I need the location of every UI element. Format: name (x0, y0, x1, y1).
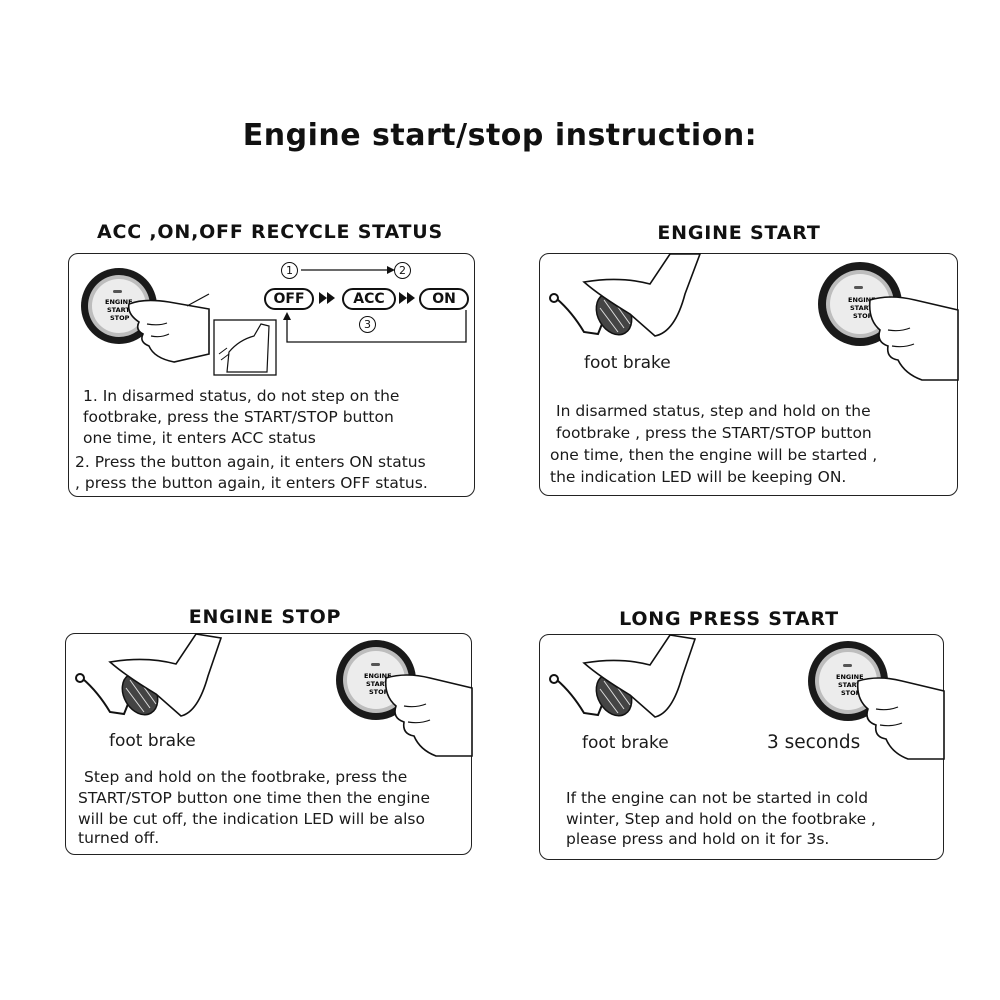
svg-text:START: START (850, 304, 873, 312)
foot-brake-label: foot brake (109, 731, 196, 751)
start-panel: foot brake ENGINE START STOP In disarmed… (539, 253, 959, 496)
stop-heading: ENGINE STOP (188, 606, 342, 628)
recycle-line-2: footbrake, press the START/STOP button (83, 408, 394, 426)
start-line-3: one time, then the engine will be starte… (550, 446, 878, 464)
led-indicator (371, 663, 380, 666)
start-heading: ENGINE START (657, 222, 821, 244)
long-press-line-3: please press and hold on it for 3s. (566, 830, 830, 848)
foot-icon (108, 633, 223, 717)
recycle-line-5: , press the button again, it enters OFF … (75, 474, 428, 492)
stop-line-4: turned off. (78, 829, 160, 847)
svg-text:ENGINE: ENGINE (836, 673, 864, 681)
state-flow-arrows (283, 266, 467, 343)
svg-text:STOP: STOP (110, 314, 130, 322)
led-indicator (843, 664, 852, 667)
long-press-line-2: winter, Step and hold on the footbrake , (566, 810, 876, 828)
state-acc-pill: ACC (342, 288, 396, 310)
svg-text:ENGINE: ENGINE (105, 298, 133, 306)
svg-text:START: START (107, 306, 130, 314)
svg-text:ENGINE: ENGINE (364, 672, 392, 680)
hand-icon (868, 296, 959, 381)
led-indicator (854, 286, 863, 289)
recycle-panel: ENGINE START STOP 1 2 3 OFF ACC ON 1. In… (68, 253, 475, 497)
hand-icon (384, 674, 473, 757)
start-line-2: footbrake , press the START/STOP button (556, 424, 872, 442)
recycle-line-1: 1. In disarmed status, do not step on th… (83, 387, 400, 405)
recycle-heading: ACC ,ON,OFF RECYCLE STATUS (97, 221, 443, 243)
step-1-badge: 1 (281, 262, 298, 279)
recycle-line-4: 2. Press the button again, it enters ON … (75, 453, 426, 471)
start-button-face (92, 279, 146, 333)
start-line-4: the indication LED will be keeping ON. (550, 468, 847, 486)
start-button-press-illustration: ENGINE START STOP (818, 262, 959, 381)
stop-line-3: will be cut off, the indication LED will… (78, 810, 425, 828)
svg-text:STOP: STOP (853, 312, 873, 320)
long-press-panel: foot brake 3 seconds ENGINE START STOP I… (539, 634, 945, 860)
svg-text:ENGINE: ENGINE (848, 296, 876, 304)
foot-brake-label: foot brake (584, 353, 671, 373)
foot-brake-illustration (549, 253, 702, 337)
svg-text:STOP: STOP (841, 689, 861, 697)
start-button-press-illustration: ENGINE START STOP (81, 268, 277, 376)
step-2-badge: 2 (394, 262, 411, 279)
stop-line-2: START/STOP button one time then the engi… (78, 789, 431, 807)
start-button-press-illustration: ENGINE START STOP (808, 641, 945, 760)
page-title: Engine start/stop instruction: (242, 118, 758, 153)
hand-icon (127, 299, 210, 363)
long-press-heading: LONG PRESS START (619, 608, 839, 630)
foot-icon (582, 634, 697, 718)
foot-brake-illustration (549, 634, 697, 718)
foot-brake-label: foot brake (582, 733, 669, 753)
state-off-pill: OFF (264, 288, 314, 310)
foot-brake-illustration (75, 633, 223, 717)
start-button-press-illustration: ENGINE START STOP (336, 640, 473, 757)
step-3-badge: 3 (359, 316, 376, 333)
stop-line-1: Step and hold on the footbrake, press th… (84, 768, 408, 786)
start-line-1: In disarmed status, step and hold on the (556, 402, 871, 420)
svg-text:START: START (366, 680, 389, 688)
recycle-line-3: one time, it enters ACC status (83, 429, 316, 447)
stop-panel: foot brake ENGINE START STOP Step and ho… (65, 633, 473, 855)
foot-icon (582, 253, 702, 337)
state-on-pill: ON (419, 288, 469, 310)
hand-icon (856, 677, 945, 760)
led-indicator (113, 290, 122, 293)
svg-text:STOP: STOP (369, 688, 389, 696)
long-press-line-1: If the engine can not be started in cold (566, 789, 869, 807)
duration-label: 3 seconds (767, 732, 861, 753)
svg-text:START: START (838, 681, 861, 689)
